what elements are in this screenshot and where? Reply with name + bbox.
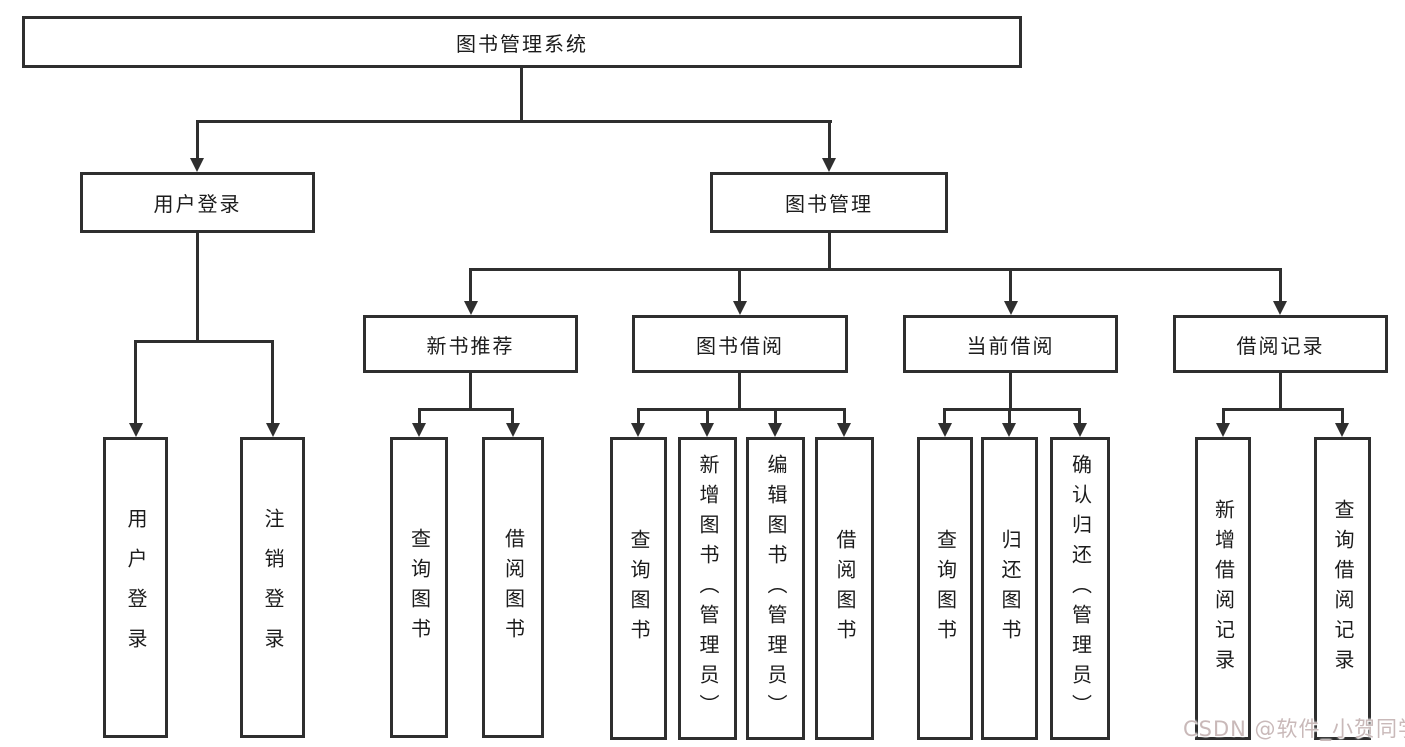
connector-line: [1078, 408, 1081, 425]
arrow-down-icon: [190, 158, 204, 172]
node-book-borrowing: 图书借阅: [632, 315, 848, 373]
connector-line: [943, 408, 1081, 411]
leaf-label: 借阅图书: [833, 528, 857, 649]
connector-line: [1009, 373, 1012, 410]
node-user-login: 用户登录: [80, 172, 315, 233]
arrow-down-icon: [1002, 423, 1016, 437]
connector-line: [469, 268, 1282, 271]
leaf-borrow-books-recommend: 借阅图书: [482, 437, 544, 738]
arrow-down-icon: [837, 423, 851, 437]
connector-line: [774, 408, 777, 425]
arrow-down-icon: [412, 423, 426, 437]
leaf-label: 查询图书: [933, 528, 958, 649]
leaf-label: 查询借阅记录: [1331, 498, 1355, 679]
leaf-query-books-borrowing: 查询图书: [610, 437, 667, 740]
leaf-add-borrow-record: 新增借阅记录: [1195, 437, 1251, 740]
leaf-query-books-current: 查询图书: [917, 437, 973, 740]
arrow-down-icon: [129, 423, 143, 437]
connector-line: [828, 232, 831, 270]
connector-line: [828, 120, 831, 160]
arrow-down-icon: [1073, 423, 1087, 437]
arrow-down-icon: [1216, 423, 1230, 437]
connector-line: [520, 67, 523, 123]
leaf-label: 查询图书: [407, 527, 432, 648]
leaf-label: 新增借阅记录: [1211, 498, 1236, 679]
arrow-down-icon: [768, 423, 782, 437]
arrow-down-icon: [1335, 423, 1349, 437]
connector-line: [196, 120, 199, 160]
leaf-user-login: 用户登录: [103, 437, 168, 738]
leaf-return-books: 归还图书: [981, 437, 1038, 740]
connector-line: [637, 408, 640, 425]
arrow-down-icon: [631, 423, 645, 437]
connector-line: [706, 408, 709, 425]
connector-line: [418, 408, 514, 411]
connector-line: [134, 340, 274, 343]
leaf-confirm-return-admin: 确认归还（管理员）: [1050, 437, 1110, 740]
connector-line: [196, 232, 199, 342]
arrow-down-icon: [506, 423, 520, 437]
leaf-query-books-recommend: 查询图书: [390, 437, 448, 738]
arrow-down-icon: [938, 423, 952, 437]
connector-line: [1279, 373, 1282, 410]
connector-line: [134, 340, 137, 425]
arrow-down-icon: [700, 423, 714, 437]
node-library-management-system: 图书管理系统: [22, 16, 1022, 68]
connector-line: [469, 268, 472, 302]
leaf-label: 新增图书（管理员）: [696, 453, 720, 724]
leaf-logout: 注销登录: [240, 437, 305, 738]
leaf-borrow-books-borrowing: 借阅图书: [815, 437, 874, 740]
arrow-down-icon: [266, 423, 280, 437]
watermark: CSDN @软件_小贺同学: [1183, 717, 1405, 741]
leaf-label: 归还图书: [998, 528, 1022, 649]
arrow-down-icon: [733, 301, 747, 315]
leaf-label: 确认归还（管理员）: [1068, 453, 1093, 724]
connector-line: [418, 408, 421, 425]
node-current-borrowing: 当前借阅: [903, 315, 1118, 373]
leaf-label: 借阅图书: [501, 527, 526, 648]
arrow-down-icon: [822, 158, 836, 172]
arrow-down-icon: [1004, 301, 1018, 315]
arrow-down-icon: [1273, 301, 1287, 315]
node-new-book-recommendation: 新书推荐: [363, 315, 578, 373]
leaf-label: 编辑图书（管理员）: [764, 453, 788, 724]
connector-line: [196, 120, 832, 123]
connector-line: [1009, 268, 1012, 302]
connector-line: [1222, 408, 1343, 411]
arrow-down-icon: [464, 301, 478, 315]
connector-line: [843, 408, 846, 425]
connector-line: [271, 340, 274, 425]
connector-line: [738, 268, 741, 302]
leaf-label: 查询图书: [627, 528, 651, 649]
connector-line: [1341, 408, 1344, 425]
node-borrowing-records: 借阅记录: [1173, 315, 1388, 373]
leaf-query-borrow-record: 查询借阅记录: [1314, 437, 1371, 740]
node-book-management: 图书管理: [710, 172, 948, 233]
connector-line: [1279, 268, 1282, 302]
connector-line: [738, 373, 741, 410]
connector-line: [1222, 408, 1225, 425]
connector-line: [469, 373, 472, 410]
leaf-label: 用户登录: [124, 507, 148, 668]
connector-line: [637, 408, 846, 411]
connector-line: [943, 408, 946, 425]
connector-line: [511, 408, 514, 425]
connector-line: [1008, 408, 1011, 425]
leaf-edit-book-admin: 编辑图书（管理员）: [746, 437, 805, 740]
leaf-label: 注销登录: [261, 507, 285, 668]
leaf-add-book-admin: 新增图书（管理员）: [678, 437, 737, 740]
